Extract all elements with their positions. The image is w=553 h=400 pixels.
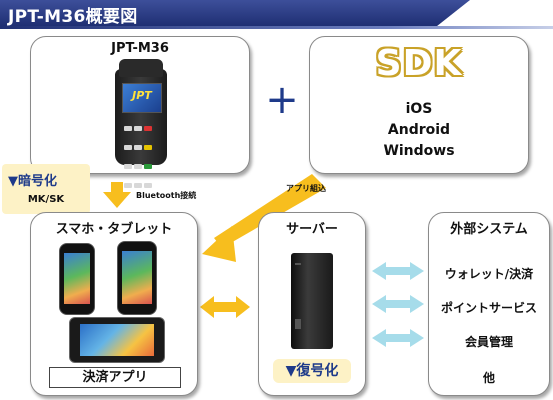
- external-arrow-3: [372, 329, 424, 347]
- sdk-platform-android: Android: [387, 122, 451, 138]
- title-underline: [0, 26, 553, 29]
- terminal-screen: JPT: [122, 83, 162, 113]
- external-systems-label: 外部システム: [450, 222, 528, 237]
- title-banner: [0, 0, 470, 26]
- server-label: サーバー: [286, 222, 338, 237]
- terminal-box: JPT-M36 JPT: [30, 36, 250, 188]
- external-item-points: ポイントサービス: [440, 301, 537, 315]
- terminal-keypad: [123, 117, 159, 193]
- bluetooth-arrow: [103, 182, 131, 208]
- smartphone-box: スマホ・タブレット 決済アプリ: [30, 212, 198, 396]
- sdk-platform-ios: iOS: [405, 101, 433, 117]
- sdk-logo: SDK: [375, 43, 463, 84]
- tablet-image: [69, 317, 165, 363]
- encryption-callout: [2, 164, 90, 214]
- encryption-title: ▼暗号化: [8, 174, 57, 189]
- page-title: JPT-M36概要図: [8, 7, 138, 27]
- encryption-methods: MK/SK: [27, 194, 65, 205]
- phone-image-1: [59, 243, 95, 315]
- external-arrow-1: [372, 262, 424, 280]
- terminal-printer: [119, 59, 163, 77]
- terminal-screen-logo: JPT: [132, 89, 152, 102]
- sdk-box: SDK iOS Android Windows: [309, 36, 529, 174]
- sdk-platform-windows: Windows: [383, 143, 455, 159]
- server-box: サーバー ▼復号化: [258, 212, 366, 396]
- smartphone-label: スマホ・タブレット: [55, 222, 173, 237]
- terminal-device-image: JPT: [115, 59, 167, 188]
- payment-app-label: 決済アプリ: [49, 367, 181, 388]
- terminal-label: JPT-M36: [111, 41, 169, 56]
- external-systems-box: 外部システム ウォレット/決済 ポイントサービス 会員管理 他: [428, 212, 550, 396]
- phone-server-arrow: [200, 296, 250, 318]
- phone-image-2: [117, 241, 157, 315]
- plus-symbol: +: [265, 77, 299, 123]
- bluetooth-label: Bluetooth接続: [136, 191, 197, 200]
- external-item-membership: 会員管理: [464, 335, 513, 349]
- app-embed-arrow: [202, 174, 326, 262]
- external-item-other: 他: [482, 371, 495, 385]
- decryption-label: ▼復号化: [273, 359, 351, 383]
- app-embed-label: アプリ組込: [286, 184, 326, 193]
- sdk-platform-list: iOS Android Windows: [310, 99, 528, 162]
- external-arrow-2: [372, 295, 424, 313]
- server-image: [291, 253, 333, 349]
- external-item-wallet: ウォレット/決済: [444, 267, 534, 281]
